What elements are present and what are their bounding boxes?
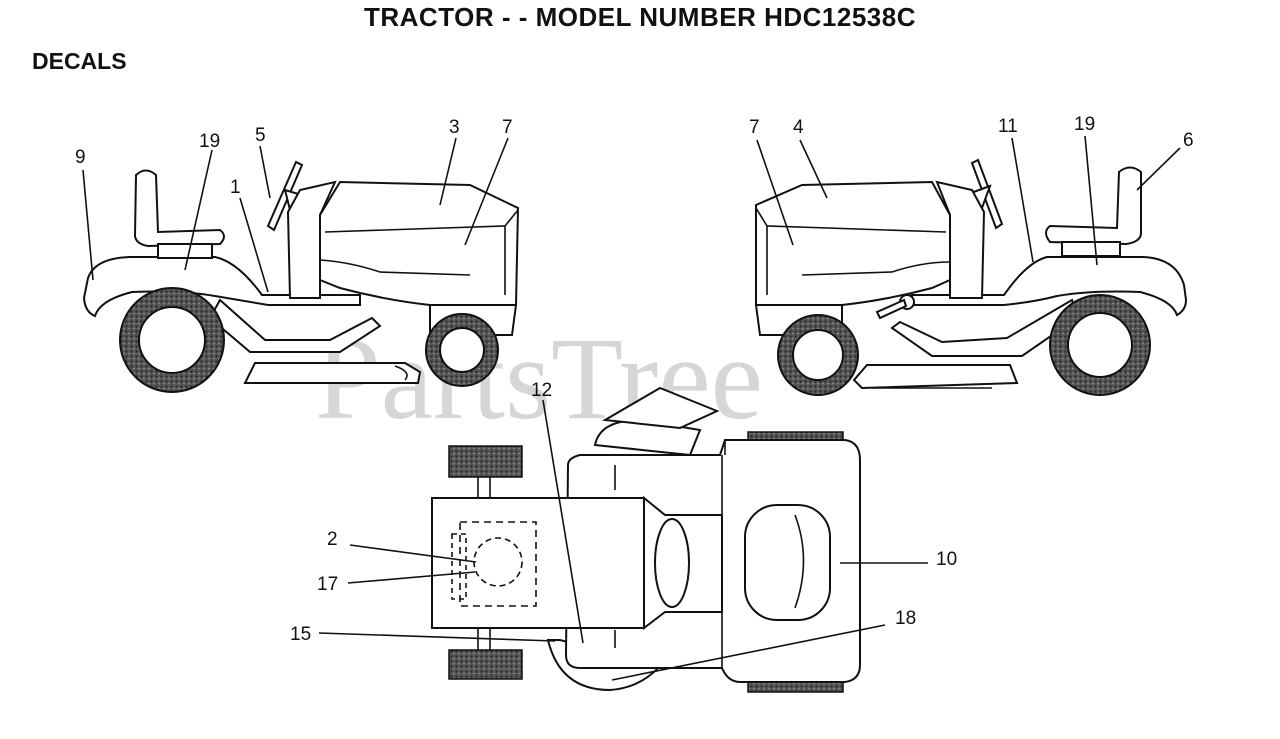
rear-wheel-right (1049, 294, 1151, 396)
section-heading: DECALS (32, 48, 127, 74)
mower-deck-right (852, 364, 1019, 390)
callout-19-right: 19 (1074, 114, 1095, 135)
callout-5: 5 (255, 125, 266, 146)
seat-left (133, 169, 225, 259)
front-wheel-left (425, 313, 499, 387)
callout-9: 9 (75, 147, 86, 168)
steering-wheel-top (593, 386, 720, 457)
tire-front-right-top (448, 649, 523, 680)
callout-labels: 9 19 5 1 3 7 7 4 11 19 6 12 2 17 15 10 1… (75, 114, 1194, 645)
callout-7-left: 7 (502, 117, 513, 138)
callout-6: 6 (1183, 130, 1194, 151)
hood-right (755, 180, 951, 306)
callout-3: 3 (449, 117, 460, 138)
callout-17: 17 (317, 574, 338, 595)
decal-region-top (459, 521, 537, 607)
callout-4: 4 (793, 117, 804, 138)
mower-deck-left (243, 362, 422, 384)
tractor-right-side-view (754, 158, 1188, 396)
seat-top (744, 504, 831, 621)
hood-left (319, 180, 520, 306)
callout-2: 2 (327, 529, 338, 550)
callout-11: 11 (998, 116, 1018, 137)
callout-1: 1 (230, 177, 241, 198)
seat-right (1045, 166, 1142, 257)
rear-body-left (82, 256, 361, 318)
hood-front-top (431, 497, 645, 629)
callout-19-left: 19 (199, 131, 220, 152)
rear-wheel-left (119, 287, 225, 393)
tractor-left-side-view (82, 160, 520, 393)
rear-body-right (911, 256, 1188, 317)
front-wheel-right (777, 314, 859, 396)
callout-10: 10 (936, 549, 957, 570)
tire-front-left-top (448, 445, 523, 478)
page-title: TRACTOR - - MODEL NUMBER HDC12538C (364, 2, 916, 32)
leader-lines (82, 135, 1181, 681)
tractor-top-view (431, 386, 861, 693)
callout-7-right: 7 (749, 117, 760, 138)
callout-15: 15 (290, 624, 311, 645)
callout-12: 12 (531, 380, 552, 401)
callout-18: 18 (895, 608, 916, 629)
